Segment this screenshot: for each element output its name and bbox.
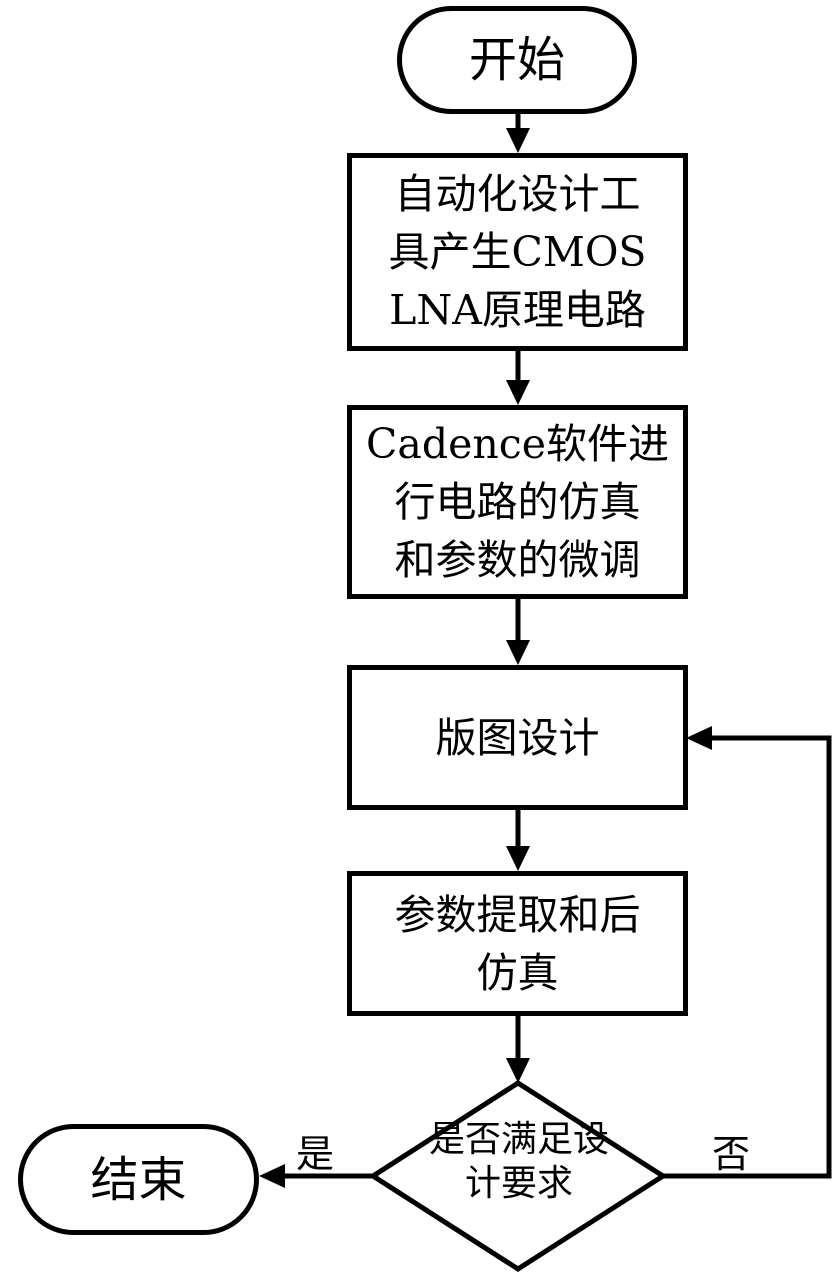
layout-design-step: 版图设计 <box>347 665 688 810</box>
yes-branch-label: 是 <box>296 1132 334 1176</box>
generate-circuit-step: 自动化设计工 具产生CMOS LNA原理电路 <box>347 153 688 351</box>
decision-label: 是否满足设 计要求 <box>385 1118 653 1206</box>
cadence-simulation-step: Cadence软件进 行电路的仿真 和参数的微调 <box>347 405 688 599</box>
arrowhead-layout-to-extract <box>506 846 530 871</box>
parameter-extraction-step: 参数提取和后 仿真 <box>347 871 688 1016</box>
start-terminal: 开始 <box>397 6 637 114</box>
arrowhead-extract-to-decision <box>506 1058 530 1083</box>
end-terminal: 结束 <box>18 1124 259 1235</box>
arrowhead-decision-no-to-layout <box>686 726 712 750</box>
arrowhead-simulate-to-layout <box>506 640 530 665</box>
arrowhead-decision-yes-to-end <box>259 1164 285 1188</box>
no-branch-label: 否 <box>712 1132 750 1176</box>
arrowhead-start-to-generate <box>506 128 530 153</box>
arrowhead-generate-to-simulate <box>506 380 530 405</box>
